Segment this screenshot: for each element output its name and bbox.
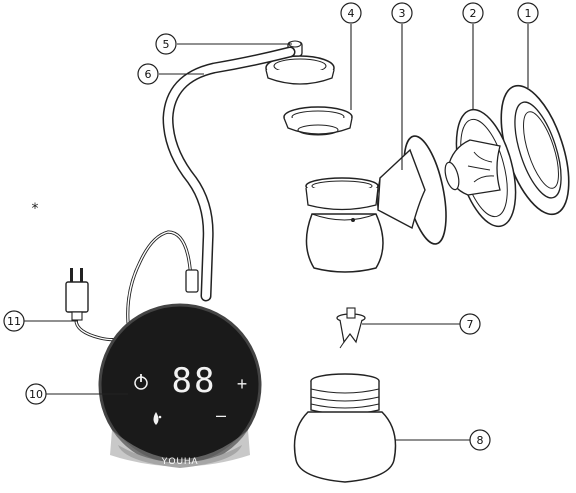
brand-logo: YOUHA (161, 456, 198, 466)
callout-4: 4 (340, 2, 362, 24)
control-panel (98, 303, 262, 468)
callout-5: 5 (155, 33, 177, 55)
callout-1: 1 (517, 2, 539, 24)
part-pump-body (305, 135, 447, 273)
svg-text:7: 7 (467, 318, 474, 331)
part-milk-bottle (293, 373, 397, 483)
svg-text:5: 5 (163, 38, 170, 51)
power-button[interactable] (133, 372, 149, 390)
part-air-tube (162, 46, 296, 302)
callout-6: 6 (137, 63, 159, 85)
plus-button[interactable]: + (237, 374, 248, 394)
droplet-icon (153, 412, 159, 425)
svg-text:3: 3 (399, 7, 406, 20)
part-duckbill-valve (336, 307, 366, 349)
callout-10: 10 (25, 383, 47, 405)
svg-text:2: 2 (470, 7, 477, 20)
callout-7: 7 (459, 313, 481, 335)
svg-text:10: 10 (29, 388, 43, 401)
display-digits: 88 (172, 361, 217, 401)
part-silicone-ring (500, 84, 570, 216)
svg-text:8: 8 (477, 434, 484, 447)
callout-2: 2 (462, 2, 484, 24)
part-diaphragm-cap (265, 40, 335, 85)
svg-text:1: 1 (525, 7, 532, 20)
asterisk-mark: * (32, 201, 39, 217)
callout-8: 8 (469, 429, 491, 451)
power-cable (65, 230, 199, 342)
svg-text:4: 4 (348, 7, 355, 20)
power-icon (133, 372, 149, 390)
callout-11: 11 (3, 310, 25, 332)
callout-3: 3 (391, 2, 413, 24)
panel-foot-band (118, 445, 242, 468)
svg-text:6: 6 (145, 68, 152, 81)
callout-leaders (24, 24, 529, 441)
part-valve-cup (283, 106, 353, 136)
part-massage-cushion (444, 108, 517, 228)
mode-button[interactable] (153, 412, 162, 425)
minus-button[interactable]: – (216, 405, 226, 425)
svg-text:11: 11 (7, 315, 21, 328)
